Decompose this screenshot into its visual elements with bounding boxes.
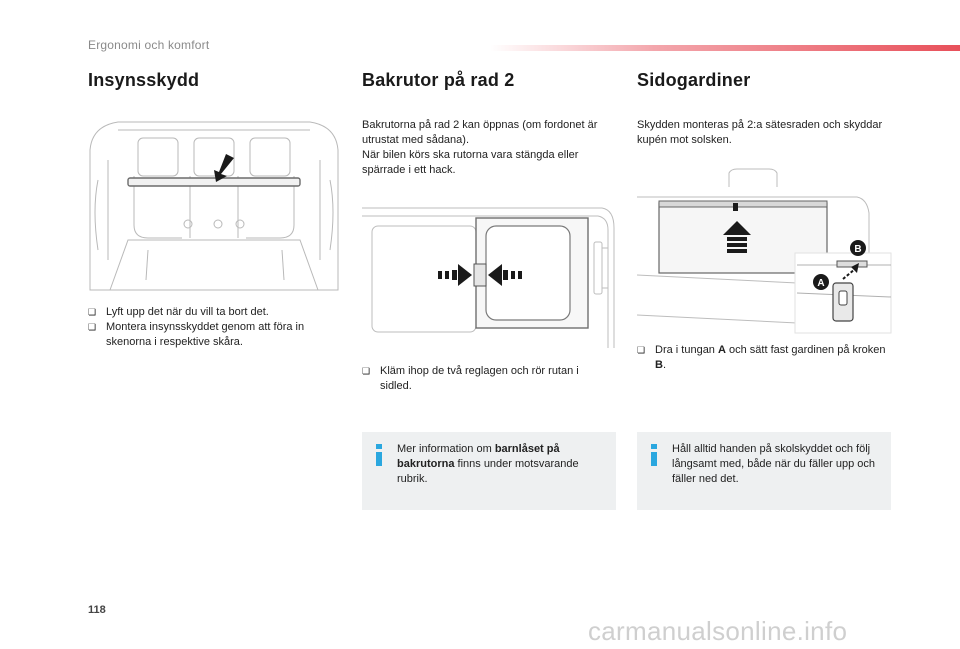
info-box-child-lock: Mer information om barnlåset på bakrutor…: [362, 432, 616, 510]
arrow-down-icon: [214, 154, 234, 182]
cargo-cover-illustration: [88, 120, 340, 292]
bullet-item: ❏ Kläm ihop de två reglagen och rör ruta…: [362, 365, 579, 392]
insynsskydd-bullets: ❏ Lyft upp det när du vill ta bort det. …: [88, 305, 338, 350]
bullet-square-icon: ❏: [637, 345, 646, 355]
arrow-right-icon: [438, 264, 472, 286]
rear-window-illustration: [362, 198, 616, 356]
heading-sidogardiner: Sidogardiner: [637, 70, 751, 90]
sun-blind-illustration: B A: [637, 165, 893, 335]
column-sidogardiner: Sidogardiner: [637, 70, 891, 91]
header-accent-bar: [490, 45, 960, 51]
arrow-up-icon: [723, 221, 751, 253]
column-insynsskydd: Insynsskydd: [88, 70, 338, 91]
sidogardiner-intro: Skydden monteras på 2:a sätesraden och s…: [637, 119, 883, 146]
bullet-item: ❏ Lyft upp det när du vill ta bort det.: [88, 306, 269, 318]
info-text: Mer information om barnlåset på bakrutor…: [397, 443, 579, 485]
info-icon: [651, 444, 657, 466]
column-bakrutor: Bakrutor på rad 2: [362, 70, 616, 91]
svg-text:B: B: [854, 244, 861, 255]
watermark: carmanualsonline.info: [588, 616, 848, 646]
info-text: Håll alltid handen på skolskyddet och fö…: [672, 443, 876, 485]
sidogardiner-bullets: ❏ Dra i tungan A och sätt fast gardinen …: [637, 343, 887, 373]
info-box-blind-safety: Håll alltid handen på skolskyddet och fö…: [637, 432, 891, 510]
bullet-item: ❏ Montera insynsskyddet genom att föra i…: [88, 321, 305, 348]
section-title: Ergonomi och komfort: [88, 38, 210, 52]
callout-a: [813, 274, 829, 290]
heading-insynsskydd: Insynsskydd: [88, 70, 200, 90]
info-icon: [376, 444, 382, 466]
page-number: 118: [88, 604, 106, 616]
arrow-left-icon: [488, 264, 522, 286]
callout-b: [850, 240, 866, 256]
svg-text:A: A: [817, 278, 824, 289]
bullet-item: ❏ Dra i tungan A och sätt fast gardinen …: [637, 344, 886, 371]
bakrutor-intro: Bakrutorna på rad 2 kan öppnas (om fordo…: [362, 119, 598, 176]
bakrutor-bullets: ❏ Kläm ihop de två reglagen och rör ruta…: [362, 364, 612, 394]
bullet-square-icon: ❏: [88, 322, 97, 332]
bullet-square-icon: ❏: [362, 366, 371, 376]
heading-bakrutor: Bakrutor på rad 2: [362, 70, 515, 90]
bullet-square-icon: ❏: [88, 307, 97, 317]
